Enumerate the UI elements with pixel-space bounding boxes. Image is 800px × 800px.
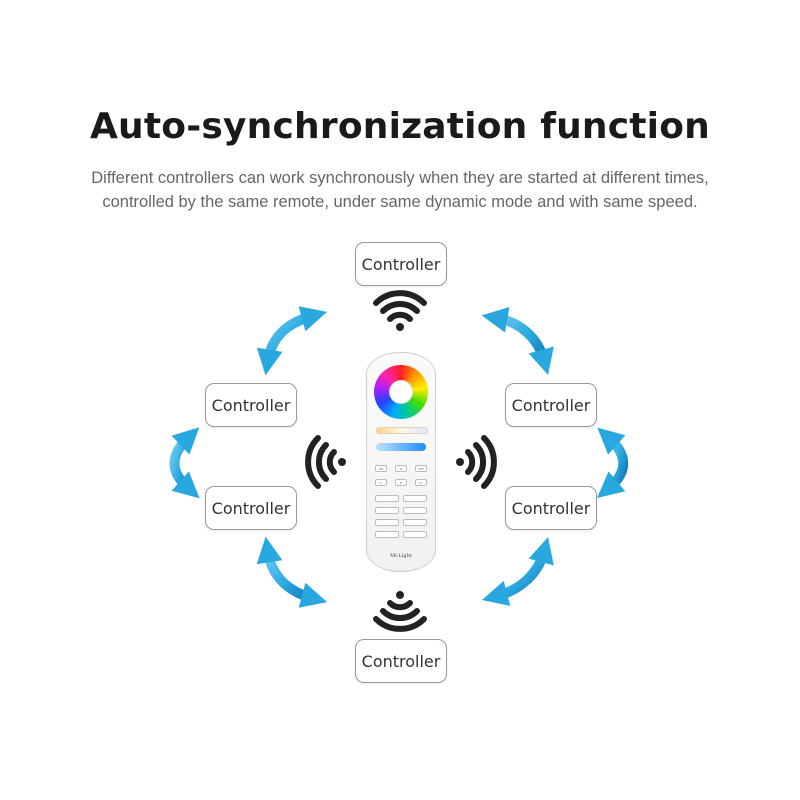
controller-box-lower-left: Controller	[205, 486, 297, 530]
color-temperature-bar	[376, 427, 428, 434]
wifi-signal-icon-bottom	[373, 591, 427, 632]
brightness-bar	[376, 443, 426, 451]
wifi-signal-icon-top	[373, 290, 427, 331]
remote-zone-key-4	[403, 507, 427, 514]
remote-brand-logo: Mi·Light	[390, 553, 412, 559]
subtitle-line-2: controlled by the same remote, under sam…	[102, 193, 698, 211]
remote-key-mode: M	[395, 479, 407, 486]
remote-key-speed-down: S-	[375, 479, 387, 486]
remote-zone-key-2	[403, 495, 427, 502]
remote-zone-key-5	[375, 519, 399, 526]
wifi-signal-icon-right	[456, 435, 497, 489]
remote-zone-key-1	[375, 495, 399, 502]
sync-arrow-icon-bottom-left	[256, 536, 328, 608]
remote-key-off: OFF	[415, 465, 427, 472]
remote-key-w: W	[395, 465, 407, 472]
page-subtitle: Different controllers can work synchrono…	[40, 166, 760, 214]
sync-arrow-icon-mid-left	[169, 427, 200, 499]
page-title: Auto-synchronization function	[90, 106, 710, 147]
remote-zone-key-6	[403, 519, 427, 526]
remote-zone-key-3	[375, 507, 399, 514]
controller-box-lower-right: Controller	[505, 486, 597, 530]
sync-arrow-icon-top-right	[481, 306, 554, 376]
controller-box-top: Controller	[355, 242, 447, 286]
wifi-signal-icon-left	[305, 435, 346, 489]
controller-box-bottom: Controller	[355, 639, 447, 683]
remote-zone-key-8	[403, 531, 427, 538]
remote-control-icon: ON W OFF S- M S+ Mi·Light	[366, 352, 436, 572]
controller-box-upper-right: Controller	[505, 383, 597, 427]
sync-arrow-icon-top-left	[256, 306, 328, 376]
remote-zone-key-7	[375, 531, 399, 538]
subtitle-line-1: Different controllers can work synchrono…	[91, 169, 709, 187]
color-wheel-center	[389, 380, 413, 404]
controller-box-upper-left: Controller	[205, 383, 297, 427]
sync-arrow-icon-bottom-right	[481, 536, 554, 606]
remote-key-speed-up: S+	[415, 479, 427, 486]
sync-arrow-icon-mid-right	[597, 427, 629, 499]
remote-key-on: ON	[375, 465, 387, 472]
color-wheel-icon	[374, 365, 428, 419]
